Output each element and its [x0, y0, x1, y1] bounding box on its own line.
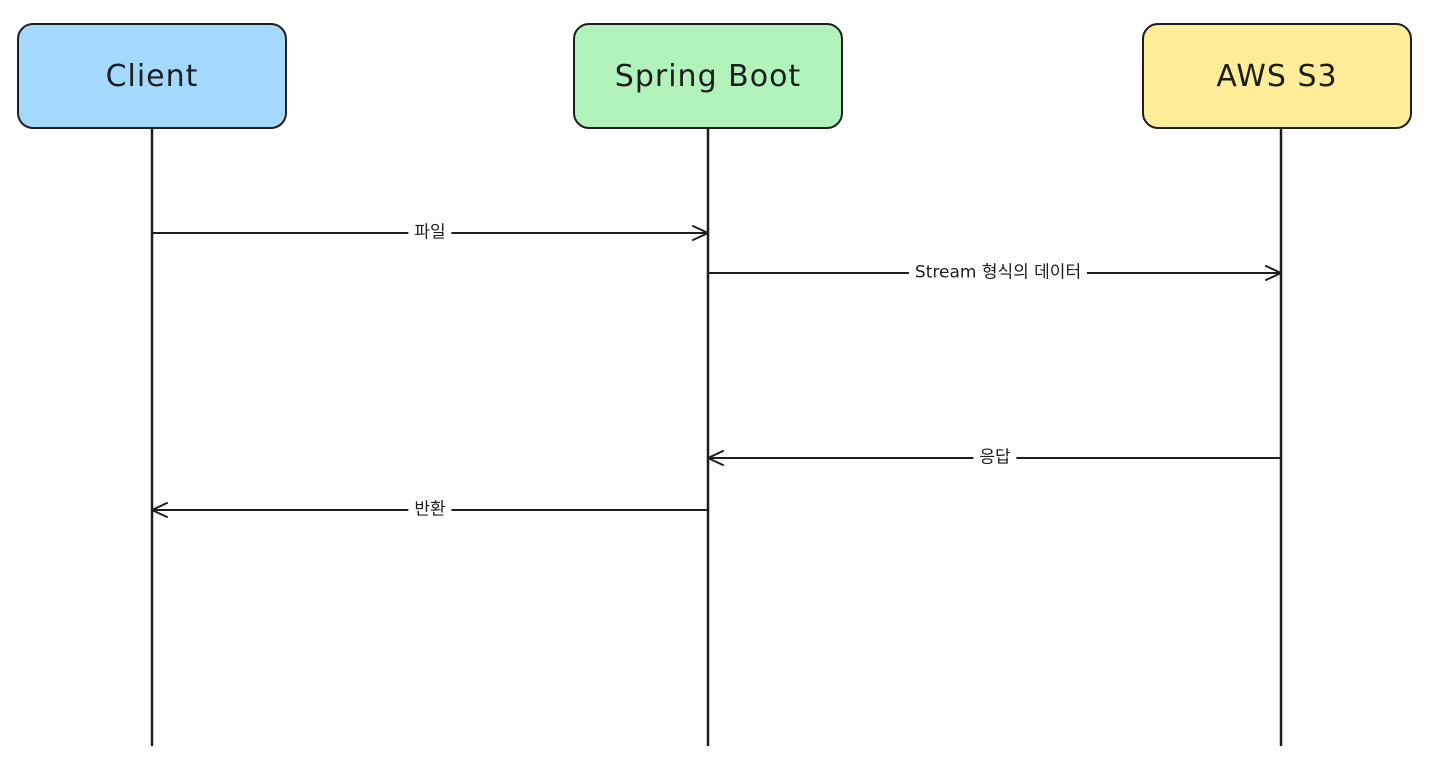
actor-label-client: Client — [105, 58, 199, 94]
actor-label-spring-boot: Spring Boot — [614, 58, 802, 94]
message-label-response: 응답 — [973, 446, 1017, 470]
message-label-return: 반환 — [408, 498, 452, 522]
message-label-file: 파일 — [408, 221, 452, 245]
actor-box-client: Client — [17, 23, 287, 129]
actor-label-aws-s3: AWS S3 — [1216, 58, 1338, 94]
arrow-file-head — [692, 225, 709, 241]
message-label-stream-data: Stream 형식의 데이터 — [908, 261, 1088, 285]
arrow-response-head — [707, 450, 724, 466]
actor-box-aws-s3: AWS S3 — [1142, 23, 1412, 129]
arrow-return-head — [151, 502, 168, 518]
actor-box-spring-boot: Spring Boot — [573, 23, 843, 129]
arrow-stream-head — [1265, 265, 1282, 281]
